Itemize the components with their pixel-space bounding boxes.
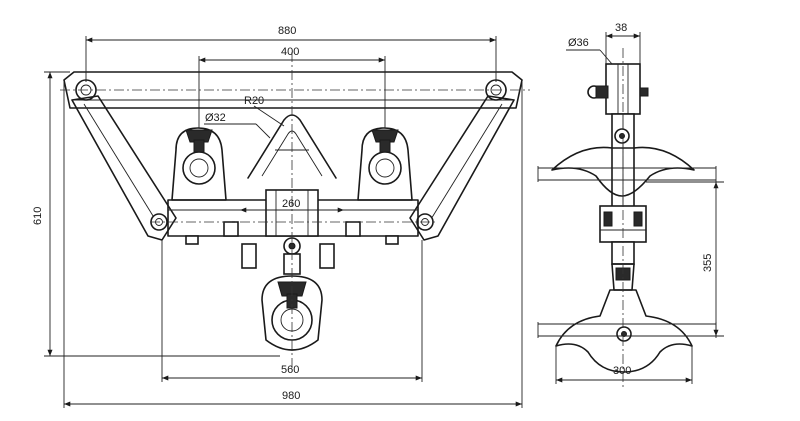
side-upper-saddle [551, 146, 695, 197]
right-diagonal-link [409, 95, 515, 241]
right-suspension-clamp [357, 127, 413, 201]
dim-355-label: 355 [702, 254, 714, 272]
dim-880-label: 880 [278, 25, 296, 37]
dim-610-label: 610 [32, 207, 44, 225]
side-dimensions: 38 Ø36 355 300 [555, 22, 724, 384]
dim-38-label: 38 [615, 22, 627, 34]
front-dimensions: 880 400 260 560 980 610 [32, 25, 523, 408]
side-view [537, 48, 717, 390]
left-diagonal-link [71, 95, 177, 241]
dim-980-label: 980 [282, 390, 300, 402]
lower-bracket-body [167, 199, 419, 237]
r20-leader [253, 105, 285, 127]
dia32-label: Ø32 [205, 112, 226, 124]
dia36-label: Ø36 [568, 37, 589, 49]
dim-260-label: 260 [282, 198, 300, 210]
left-suspension-clamp [171, 127, 227, 201]
dim-560-label: 560 [281, 364, 299, 376]
r20-label: R20 [244, 95, 264, 107]
dim-400-label: 400 [281, 46, 299, 58]
bracket-bolts [185, 221, 399, 269]
dim-300-label: 300 [613, 365, 631, 377]
top-yoke-plate [63, 71, 523, 109]
front-view: R20 Ø32 [60, 52, 530, 372]
side-lower-saddle [555, 289, 693, 373]
